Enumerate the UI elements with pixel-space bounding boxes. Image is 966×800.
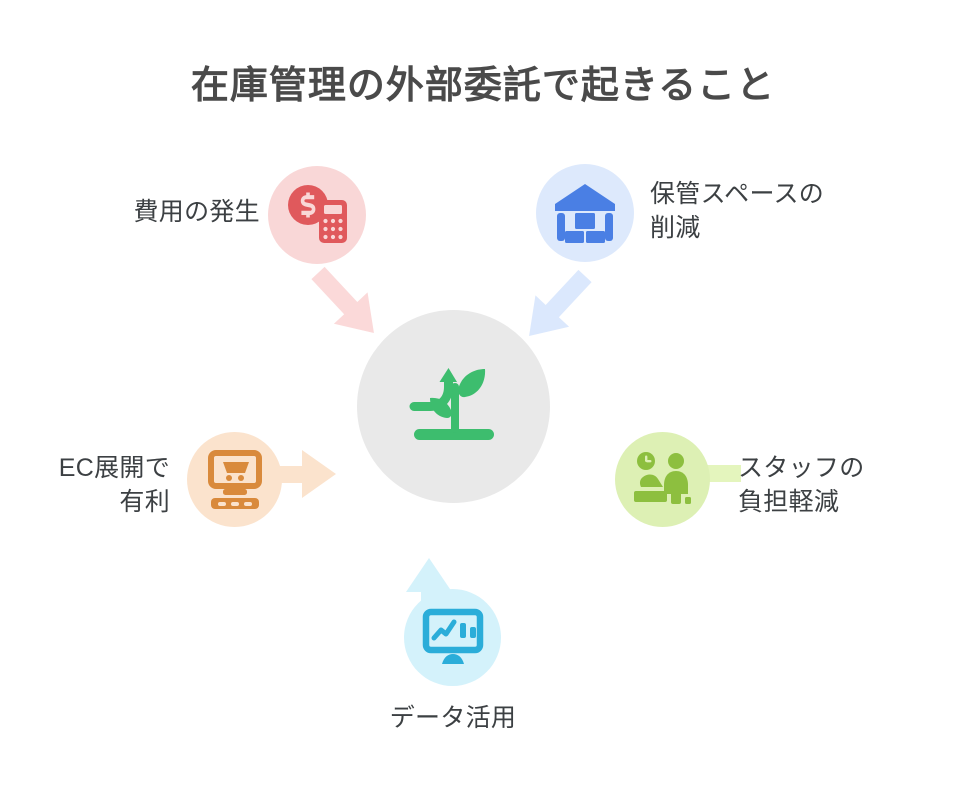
data-analytics-monitor-icon xyxy=(420,608,486,668)
arrow-cost-to-center xyxy=(301,257,391,348)
center-circle xyxy=(357,310,550,503)
ec-label: EC展開で 有利 xyxy=(58,454,170,516)
ec-bubble[interactable] xyxy=(187,432,282,527)
page-title: 在庫管理の外部委託で起きること xyxy=(190,65,776,107)
storage-label: 保管スペースの 削減 xyxy=(650,180,825,242)
warehouse-icon xyxy=(553,182,617,244)
arrow-storage-to-center xyxy=(512,260,602,351)
staff-workload-icon xyxy=(631,450,695,510)
staff-bubble[interactable] xyxy=(615,432,710,527)
storage-bubble[interactable] xyxy=(536,164,634,262)
staff-label: スタッフの 負担軽減 xyxy=(738,454,865,516)
money-calculator-icon xyxy=(284,182,350,248)
cost-label: 費用の発生 xyxy=(133,198,260,226)
data-label: データ活用 xyxy=(389,704,517,732)
ecommerce-monitor-icon xyxy=(203,449,267,511)
data-bubble[interactable] xyxy=(404,589,501,686)
cost-bubble[interactable] xyxy=(268,166,366,264)
growth-plant-icon xyxy=(400,350,508,463)
arrow-ec-to-center xyxy=(250,450,336,498)
